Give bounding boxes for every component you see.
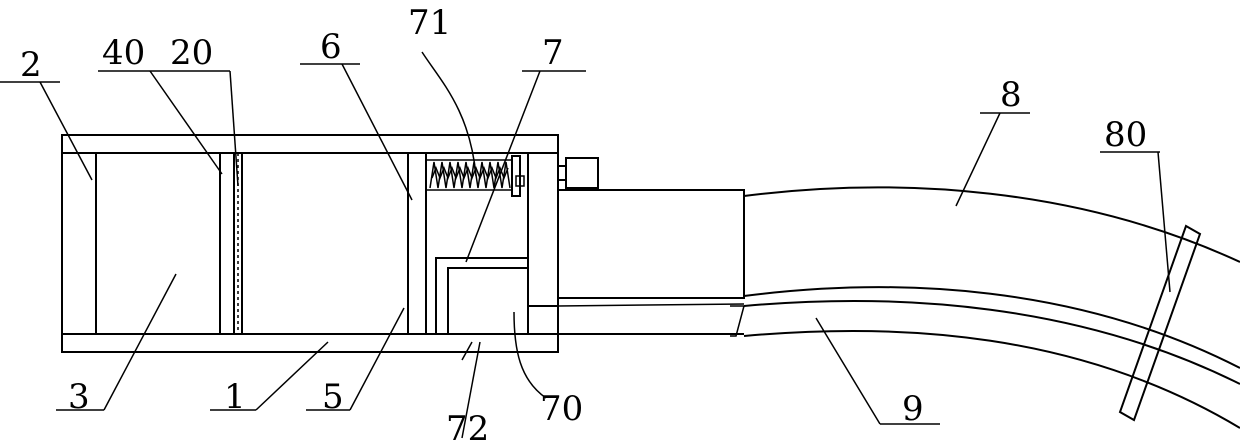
label-2: 2 xyxy=(20,45,42,85)
label-6: 6 xyxy=(320,27,342,67)
block-main xyxy=(242,153,408,334)
label-9: 9 xyxy=(902,389,924,429)
valve-70 xyxy=(448,268,528,334)
label-72: 72 xyxy=(446,409,489,445)
label-20: 20 xyxy=(170,33,213,73)
label-5: 5 xyxy=(322,377,344,417)
label-7: 7 xyxy=(542,33,564,73)
connector-block xyxy=(558,190,744,298)
end-cap xyxy=(62,153,96,334)
label-80: 80 xyxy=(1104,115,1147,155)
tube-9 xyxy=(730,301,1240,428)
plate-40 xyxy=(220,153,234,334)
label-8: 8 xyxy=(1000,75,1022,115)
piston-plate xyxy=(408,153,426,334)
fitting-stem xyxy=(558,166,566,180)
fitting-bolt xyxy=(566,158,598,188)
leader-lines xyxy=(0,52,1170,438)
tube-stub xyxy=(528,298,744,334)
label-3: 3 xyxy=(68,377,90,417)
label-1: 1 xyxy=(224,377,246,417)
label-40: 40 xyxy=(102,33,145,73)
label-71: 71 xyxy=(408,3,451,43)
label-70: 70 xyxy=(540,389,583,429)
